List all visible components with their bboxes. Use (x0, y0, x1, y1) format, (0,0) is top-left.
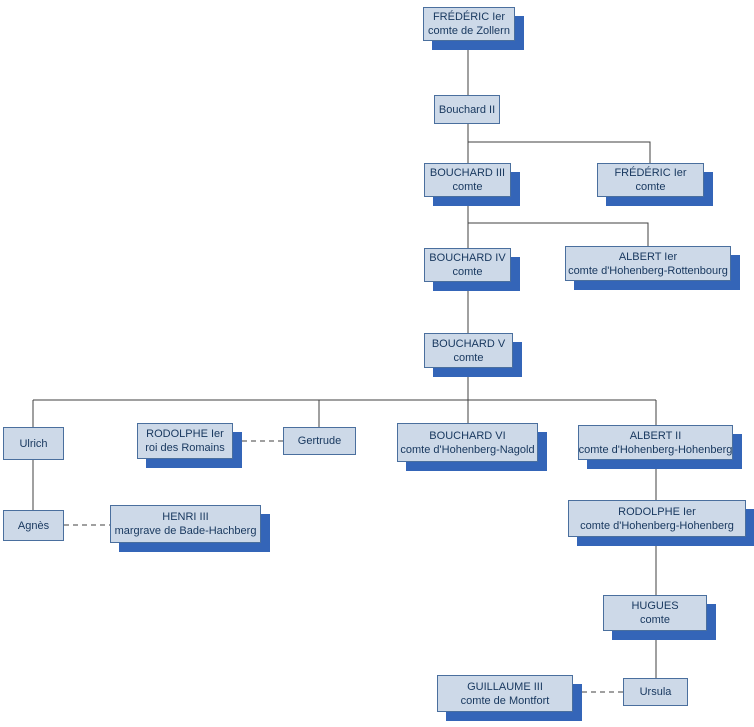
person-name: Bouchard II (438, 103, 496, 116)
person-title: comte d'Hohenberg-Hohenberg (580, 519, 734, 532)
node-rodolphe-ier-romains[interactable]: RODOLPHE Ier roi des Romains (137, 423, 233, 459)
person-title: comte (453, 351, 484, 364)
node-albert-ii[interactable]: ALBERT II comte d'Hohenberg-Hohenberg (578, 425, 733, 460)
node-frederic-ier-zollern[interactable]: FRÉDÉRIC Ier comte de Zollern (423, 7, 515, 41)
node-bouchard-v[interactable]: BOUCHARD V comte (424, 333, 513, 368)
person-name: BOUCHARD IV (429, 252, 506, 264)
person-title: comte de Montfort (460, 694, 550, 707)
node-albert-ier[interactable]: ALBERT Ier comte d'Hohenberg-Rottenbourg (565, 246, 731, 281)
node-frederic-ier-comte[interactable]: FRÉDÉRIC Ier comte (597, 163, 704, 197)
person-name: RODOLPHE Ier (618, 505, 696, 518)
person-name: BOUCHARD III (429, 167, 506, 179)
person-name: FRÉDÉRIC Ier (432, 11, 506, 23)
person-title: comte d'Hohenberg-Hohenberg (578, 443, 733, 456)
person-title: comte (635, 181, 666, 193)
person-name: Ulrich (19, 437, 48, 450)
node-bouchard-iv[interactable]: BOUCHARD IV comte (424, 248, 511, 282)
person-name: Agnès (17, 519, 50, 532)
node-ursula[interactable]: Ursula (623, 678, 688, 706)
node-bouchard-iii[interactable]: BOUCHARD III comte (424, 163, 511, 197)
person-name: HENRI III (162, 511, 209, 523)
node-guillaume-iii[interactable]: GUILLAUME III comte de Montfort (437, 675, 573, 712)
person-title: roi des Romains (145, 442, 225, 454)
person-title: margrave de Bade-Hachberg (114, 525, 257, 537)
node-bouchard-ii[interactable]: Bouchard II (434, 95, 500, 124)
node-bouchard-vi[interactable]: BOUCHARD VI comte d'Hohenberg-Nagold (397, 423, 538, 462)
node-gertrude[interactable]: Gertrude (283, 427, 356, 455)
node-henri-iii[interactable]: HENRI III margrave de Bade-Hachberg (110, 505, 261, 543)
person-name: ALBERT II (629, 429, 682, 442)
person-name: RODOLPHE Ier (146, 428, 224, 440)
node-agnes[interactable]: Agnès (3, 510, 64, 541)
person-name: Gertrude (297, 435, 342, 447)
person-title: comte d'Hohenberg-Rottenbourg (568, 264, 728, 277)
person-name: FRÉDÉRIC Ier (614, 167, 687, 179)
connector (468, 222, 649, 246)
person-name: Ursula (639, 686, 672, 698)
person-name: BOUCHARD V (431, 337, 506, 350)
person-title: comte d'Hohenberg-Nagold (400, 443, 535, 456)
node-ulrich[interactable]: Ulrich (3, 427, 64, 460)
person-name: HUGUES (631, 600, 679, 612)
person-title: comte de Zollern (428, 25, 510, 37)
person-title: comte (452, 181, 483, 193)
person-title: comte (640, 614, 670, 626)
person-name: GUILLAUME III (467, 680, 543, 693)
person-title: comte (452, 266, 483, 278)
person-name: BOUCHARD VI (429, 429, 506, 442)
connector (468, 141, 651, 163)
person-name: ALBERT Ier (618, 250, 678, 263)
node-hugues[interactable]: HUGUES comte (603, 595, 707, 631)
node-rodolphe-ier-hohenberg[interactable]: RODOLPHE Ier comte d'Hohenberg-Hohenberg (568, 500, 746, 537)
